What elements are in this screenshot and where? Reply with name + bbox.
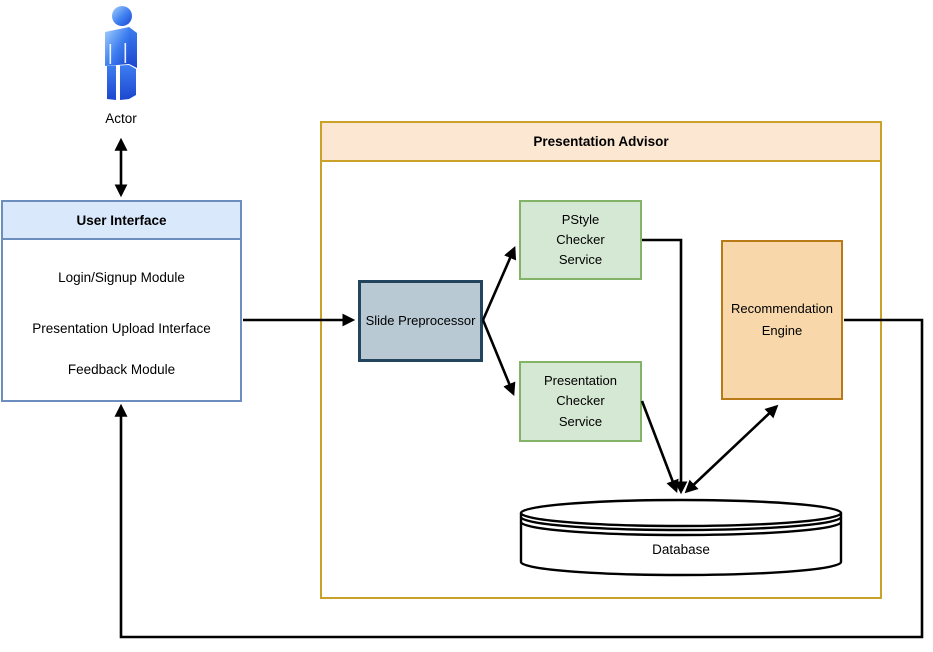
node-database: Database [519, 496, 843, 580]
ui-item-login-signup: Login/Signup Module [58, 270, 185, 285]
user-interface-box: User Interface Login/Signup Module Prese… [1, 200, 242, 402]
database-cylinder-icon [519, 498, 843, 577]
user-interface-title: User Interface [3, 202, 240, 240]
node-pstyle-checker-service: PStyle Checker Service [519, 200, 642, 280]
actor-label: Actor [105, 111, 137, 126]
node-slide-preprocessor: Slide Preprocessor [358, 280, 483, 362]
ui-item-upload-interface: Presentation Upload Interface [32, 321, 211, 336]
node-presentation-checker-service: Presentation Checker Service [519, 361, 642, 442]
ui-item-feedback: Feedback Module [67, 362, 176, 377]
presentation-advisor-title: Presentation Advisor [322, 123, 880, 162]
actor: Actor [91, 6, 151, 126]
database-label: Database [652, 542, 710, 557]
node-recommendation-engine: Recommendation Engine [721, 240, 843, 400]
person-3d-icon [105, 6, 137, 100]
user-interface-body: Login/Signup Module Presentation Upload … [3, 240, 240, 377]
